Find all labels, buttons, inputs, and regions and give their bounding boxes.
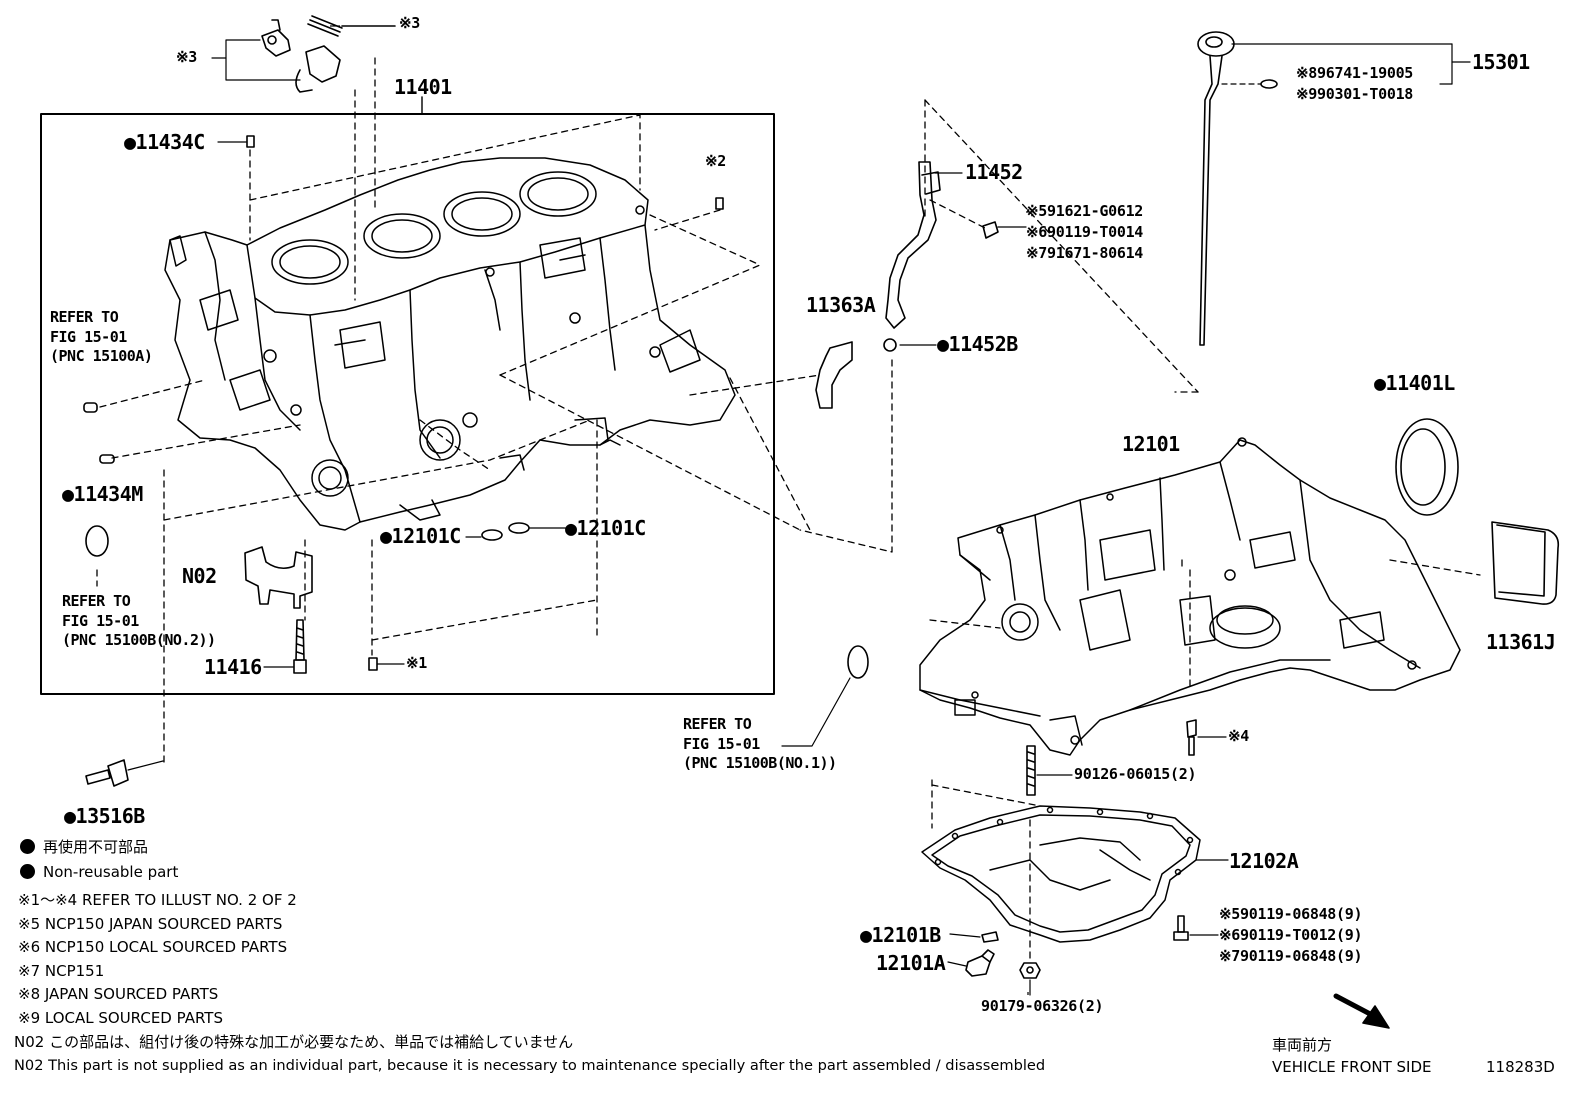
- label-13516b[interactable]: ●13516B: [64, 804, 145, 828]
- oil-pipe-drawing: [885, 161, 937, 329]
- label-11361j[interactable]: 11361J: [1486, 630, 1556, 654]
- non-reusable-dot-icon: [20, 864, 35, 879]
- refer-line: REFER TO: [683, 715, 752, 733]
- refer-fig-label-b[interactable]: REFER TO FIG 15-01 (PNC 15100B(NO.2)): [62, 592, 216, 651]
- vehicle-front-jp: 車両前方: [1272, 1036, 1333, 1054]
- label-11452b[interactable]: ●11452B: [937, 332, 1018, 356]
- n02-note-en: N02 This part is not supplied as an indi…: [14, 1057, 1046, 1074]
- n02-note-jp: N02 この部品は、組付け後の特殊な加工が必要なため、単品では補給していません: [14, 1033, 574, 1051]
- refer-line: (PNC 15100A): [50, 347, 153, 365]
- label-drain-nut[interactable]: 90179-06326(2): [981, 997, 1104, 1015]
- label-11401l[interactable]: ●11401L: [1374, 371, 1455, 395]
- label-12101a[interactable]: 12101A: [876, 951, 946, 975]
- bearing-cap-drawing: [244, 546, 313, 609]
- figure-code: 118283D: [1486, 1058, 1555, 1076]
- label-pan-bolt-3[interactable]: ※790119-06848(9): [1219, 947, 1363, 965]
- refer-line: FIG 15-01: [50, 327, 127, 346]
- note-line: ※1～※4 REFER TO ILLUST NO. 2 OF 2: [18, 891, 297, 909]
- label-x4: ※4: [1228, 727, 1249, 745]
- label-12101[interactable]: 12101: [1122, 432, 1180, 456]
- label-12101b[interactable]: ●12101B: [860, 923, 941, 947]
- label-11401[interactable]: 11401: [394, 75, 452, 99]
- vehicle-front-en: VEHICLE FRONT SIDE: [1272, 1058, 1432, 1076]
- note-line: ※9 LOCAL SOURCED PARTS: [18, 1009, 223, 1027]
- label-pan-bolt-1[interactable]: ※590119-06848(9): [1219, 905, 1363, 923]
- legend-jp: 再使用不可部品: [20, 839, 148, 855]
- label-15301[interactable]: 15301: [1472, 50, 1530, 74]
- label-x3-top: ※3: [399, 14, 420, 32]
- label-n02[interactable]: N02: [182, 564, 217, 588]
- refer-line: FIG 15-01: [683, 734, 760, 753]
- label-11363a[interactable]: 11363A: [806, 293, 876, 317]
- cylinder-block-frame: [40, 113, 775, 695]
- note-line: ※7 NCP151: [18, 962, 105, 980]
- label-bolt-11452-3[interactable]: ※791671-80614: [1026, 244, 1144, 262]
- refer-fig-label-a[interactable]: REFER TO FIG 15-01 (PNC 15100A): [50, 308, 153, 367]
- label-dip-part-2[interactable]: ※990301-T0018: [1296, 85, 1414, 103]
- front-direction-arrow: [1333, 993, 1375, 1018]
- oil-pan-lower-drawing: [921, 805, 1201, 943]
- legend-jp-text: 再使用不可部品: [43, 838, 149, 856]
- non-reusable-dot-icon: [20, 839, 35, 854]
- label-12101c-right[interactable]: ●12101C: [565, 516, 646, 540]
- legend-en: Non-reusable part: [20, 864, 178, 880]
- label-11452[interactable]: 11452: [965, 160, 1023, 184]
- note-line: ※6 NCP150 LOCAL SOURCED PARTS: [18, 938, 288, 956]
- label-bolt-11452-1[interactable]: ※591621-G0612: [1026, 202, 1144, 220]
- refer-line: (PNC 15100B(NO.2)): [62, 631, 216, 649]
- label-11434m[interactable]: ●11434M: [62, 482, 143, 506]
- refer-line: (PNC 15100B(NO.1)): [683, 754, 837, 772]
- dipstick-drawing: [1197, 31, 1235, 57]
- refer-line: REFER TO: [50, 308, 119, 326]
- label-11434c[interactable]: ●11434C: [124, 130, 205, 154]
- label-x2: ※2: [705, 152, 726, 170]
- label-11416[interactable]: 11416: [204, 655, 262, 679]
- refer-fig-label-c[interactable]: REFER TO FIG 15-01 (PNC 15100B(NO.1)): [683, 715, 837, 774]
- refer-line: REFER TO: [62, 592, 131, 610]
- label-pan-bolt-2[interactable]: ※690119-T0012(9): [1219, 926, 1363, 944]
- bracket-11363a-drawing: [815, 341, 853, 409]
- note-line: ※8 JAPAN SOURCED PARTS: [18, 985, 219, 1003]
- label-x3-left: ※3: [176, 48, 197, 66]
- label-bolt-11452-2[interactable]: ※690119-T0014: [1026, 223, 1144, 241]
- label-12101c-left[interactable]: ●12101C: [380, 524, 461, 548]
- refer-line: FIG 15-01: [62, 611, 139, 630]
- label-dip-part-1[interactable]: ※896741-19005: [1296, 64, 1414, 82]
- label-stud-bolt[interactable]: 90126-06015(2): [1074, 765, 1197, 783]
- legend-en-text: Non-reusable part: [43, 863, 179, 881]
- oil-pan-upper-drawing: [919, 437, 1461, 756]
- note-line: ※5 NCP150 JAPAN SOURCED PARTS: [18, 915, 283, 933]
- cylinder-block-drawing: [164, 157, 736, 531]
- label-x1: ※1: [406, 654, 427, 672]
- label-12102a[interactable]: 12102A: [1229, 849, 1299, 873]
